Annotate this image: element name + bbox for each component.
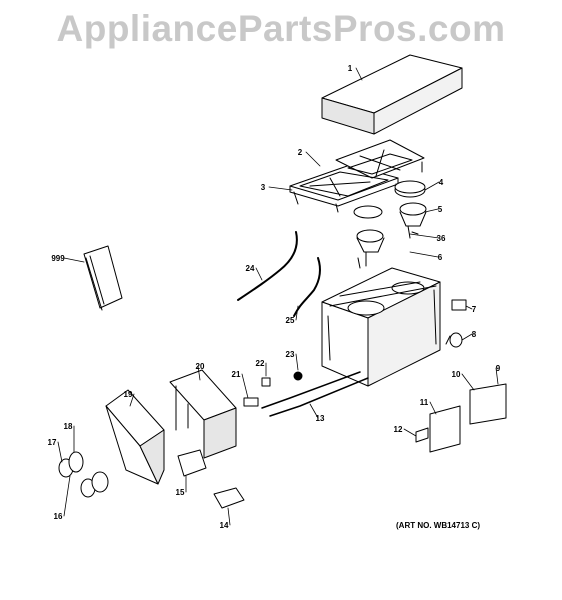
callout-17: 17 [48, 438, 57, 447]
callout-24: 24 [246, 264, 255, 273]
leader-line-8 [461, 333, 473, 341]
part-19-front-panel [105, 389, 165, 485]
callout-12: 12 [394, 425, 403, 434]
leader-line-1 [355, 67, 363, 81]
callout-999: 999 [51, 254, 65, 263]
callout-8: 8 [472, 330, 477, 339]
callout-18: 18 [64, 422, 73, 431]
part-20-bracket [169, 369, 237, 459]
part-16-17-18-knobs [58, 451, 109, 498]
callout-22: 22 [256, 359, 265, 368]
burner-box [321, 267, 441, 387]
leader-line-23 [295, 353, 299, 371]
callout-10: 10 [452, 370, 461, 379]
leader-line-5 [424, 208, 439, 213]
leader-line-10 [461, 373, 475, 391]
leader-line-17 [57, 441, 63, 463]
callout-9: 9 [496, 364, 501, 373]
art-number: (ART NO. WB14713 C) [396, 521, 481, 530]
callout-7: 7 [472, 305, 477, 314]
part-7-8-valves [445, 299, 467, 348]
leader-line-9 [495, 367, 499, 385]
callout-20: 20 [196, 362, 205, 371]
part-24-25-hoses [237, 231, 322, 317]
callout-25: 25 [286, 316, 295, 325]
callout-14: 14 [220, 521, 229, 530]
part-21-22-23-fittings [243, 371, 303, 407]
callout-2: 2 [298, 148, 303, 157]
part-9-12-electrical [415, 383, 507, 453]
leader-line-16 [63, 475, 71, 517]
leader-line-21 [241, 373, 249, 399]
callout-23: 23 [286, 350, 295, 359]
callout-15: 15 [176, 488, 185, 497]
leader-line-36 [409, 233, 440, 239]
part-15-igniter [177, 449, 207, 477]
callout-16: 16 [54, 512, 63, 521]
part-1-cover [321, 54, 463, 135]
leader-line-6 [409, 251, 439, 258]
part-4-5-burners [353, 180, 427, 269]
callout-36: 36 [437, 234, 446, 243]
callout-13: 13 [316, 414, 325, 423]
leader-line-24 [255, 267, 263, 281]
callout-6: 6 [438, 253, 443, 262]
leader-line-19 [129, 393, 135, 407]
part-13-manifold [261, 371, 369, 417]
part-14-bracket [213, 487, 245, 509]
callout-19: 19 [124, 390, 133, 399]
leader-line-4 [424, 181, 440, 191]
leader-line-13 [309, 403, 319, 419]
part-999-manual [83, 245, 123, 311]
callout-3: 3 [261, 183, 266, 192]
watermark-logo-text: AppliancePartsPros.com [56, 8, 506, 49]
leader-line-999 [63, 257, 85, 263]
leader-line-3 [268, 186, 293, 191]
callout-1: 1 [348, 64, 353, 73]
leader-line-7 [465, 305, 473, 310]
callout-4: 4 [439, 178, 444, 187]
callout-11: 11 [420, 398, 429, 407]
callout-21: 21 [232, 370, 241, 379]
leader-line-25 [295, 305, 299, 321]
leader-line-20 [197, 365, 201, 381]
leader-line-2 [305, 151, 321, 167]
leader-line-12 [403, 428, 417, 437]
leader-line-14 [227, 507, 231, 526]
leader-line-11 [429, 401, 437, 415]
callout-5: 5 [438, 205, 443, 214]
part-2-3-grates [289, 139, 425, 213]
